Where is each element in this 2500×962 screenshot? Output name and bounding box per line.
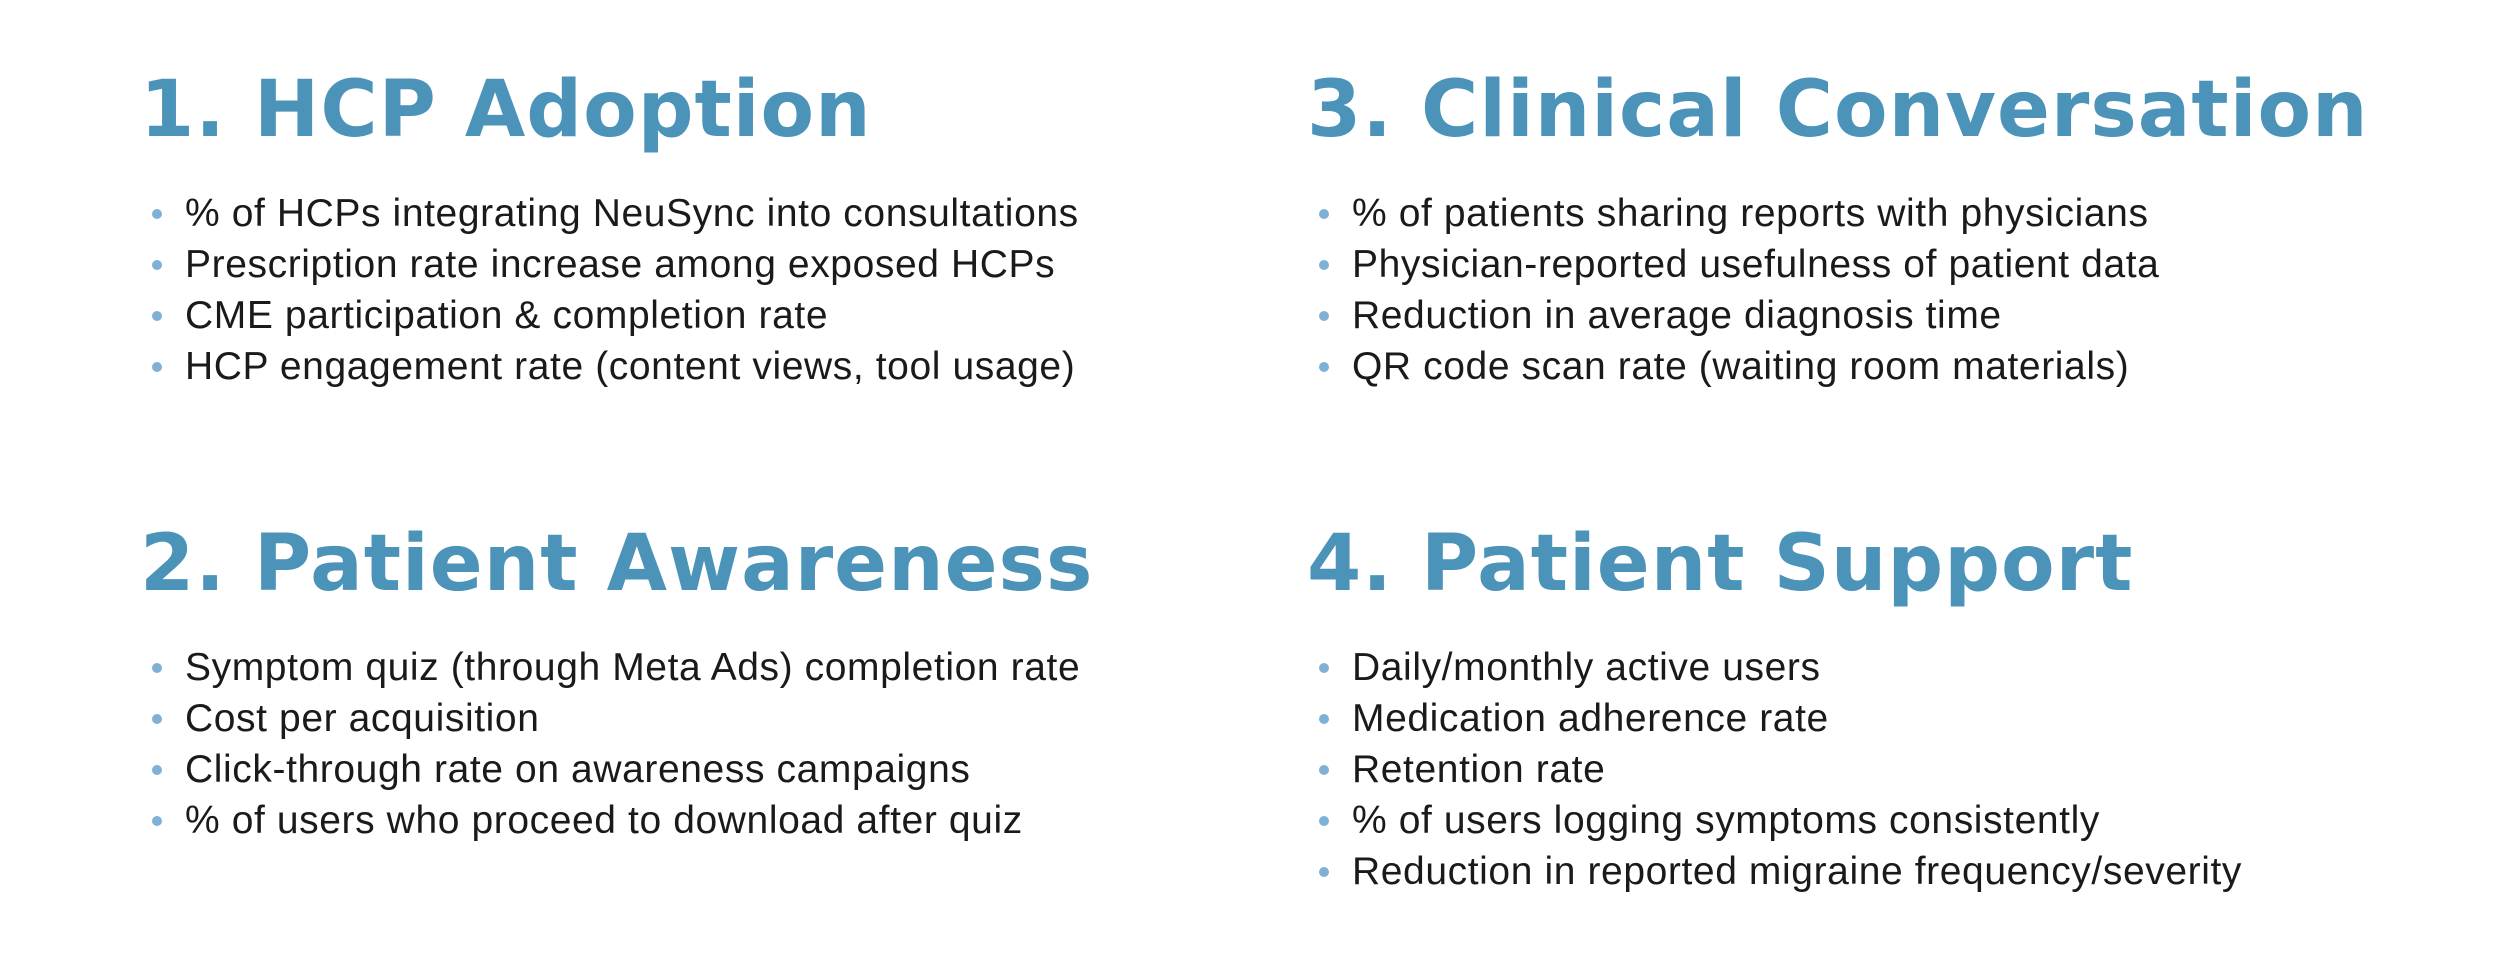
list-item-text: Retention rate (1352, 748, 1606, 791)
list-item: HCP engagement rate (content views, tool… (140, 341, 1180, 392)
section-heading: 3. Clinical Conversation (1307, 65, 2369, 155)
list-item-text: % of users who proceed to download after… (185, 799, 1023, 842)
list-item-text: Physician-reported usefulness of patient… (1352, 243, 2160, 286)
list-item-text: Click-through rate on awareness campaign… (185, 748, 971, 791)
list-item-text: QR code scan rate (waiting room material… (1352, 345, 2130, 388)
list-item: Retention rate (1307, 744, 2457, 795)
bullet-dot-icon (152, 311, 162, 321)
list-item: QR code scan rate (waiting room material… (1307, 341, 2457, 392)
list-item-text: Daily/monthly active users (1352, 646, 1821, 689)
list-item: CME participation & completion rate (140, 290, 1180, 341)
bullet-dot-icon (152, 765, 162, 775)
list-item: Click-through rate on awareness campaign… (140, 744, 1180, 795)
bullet-dot-icon (1319, 714, 1329, 724)
bullet-dot-icon (1319, 311, 1329, 321)
bullet-dot-icon (152, 816, 162, 826)
bullet-dot-icon (1319, 260, 1329, 270)
section-patient-support: 4. Patient Support Daily/monthly active … (1307, 514, 2457, 897)
section-heading: 1. HCP Adoption (140, 65, 872, 155)
list-item-text: % of HCPs integrating NeuSync into consu… (185, 192, 1079, 235)
section-hcp-adoption: 1. HCP Adoption % of HCPs integrating Ne… (140, 60, 1180, 392)
bullet-dot-icon (152, 209, 162, 219)
bullet-list: Daily/monthly active users Medication ad… (1307, 642, 2457, 897)
section-patient-awareness: 2. Patient Awareness Symptom quiz (throu… (140, 514, 1180, 846)
bullet-list: % of patients sharing reports with physi… (1307, 188, 2457, 392)
bullet-list: % of HCPs integrating NeuSync into consu… (140, 188, 1180, 392)
list-item: % of users who proceed to download after… (140, 795, 1180, 846)
bullet-dot-icon (1319, 663, 1329, 673)
bullet-dot-icon (1319, 362, 1329, 372)
list-item: % of HCPs integrating NeuSync into consu… (140, 188, 1180, 239)
bullet-dot-icon (152, 260, 162, 270)
list-item: Prescription rate increase among exposed… (140, 239, 1180, 290)
list-item-text: HCP engagement rate (content views, tool… (185, 345, 1076, 388)
list-item-text: Reduction in reported migraine frequency… (1352, 850, 2243, 893)
list-item-text: % of patients sharing reports with physi… (1352, 192, 2149, 235)
bullet-dot-icon (1319, 867, 1329, 877)
list-item-text: Prescription rate increase among exposed… (185, 243, 1056, 286)
bullet-dot-icon (152, 663, 162, 673)
section-heading: 4. Patient Support (1307, 519, 2134, 609)
bullet-dot-icon (1319, 209, 1329, 219)
bullet-dot-icon (152, 714, 162, 724)
list-item-text: CME participation & completion rate (185, 294, 829, 337)
list-item: Medication adherence rate (1307, 693, 2457, 744)
list-item: % of patients sharing reports with physi… (1307, 188, 2457, 239)
list-item: Cost per acquisition (140, 693, 1180, 744)
list-item: Daily/monthly active users (1307, 642, 2457, 693)
bullet-list: Symptom quiz (through Meta Ads) completi… (140, 642, 1180, 846)
section-heading: 2. Patient Awareness (140, 519, 1094, 609)
bullet-dot-icon (1319, 765, 1329, 775)
list-item: Symptom quiz (through Meta Ads) completi… (140, 642, 1180, 693)
list-item-text: Reduction in average diagnosis time (1352, 294, 2002, 337)
list-item: Reduction in average diagnosis time (1307, 290, 2457, 341)
list-item-text: Symptom quiz (through Meta Ads) completi… (185, 646, 1081, 689)
list-item: Physician-reported usefulness of patient… (1307, 239, 2457, 290)
bullet-dot-icon (152, 362, 162, 372)
list-item: % of users logging symptoms consistently (1307, 795, 2457, 846)
list-item-text: Medication adherence rate (1352, 697, 1829, 740)
section-clinical-conversation: 3. Clinical Conversation % of patients s… (1307, 60, 2457, 392)
list-item: Reduction in reported migraine frequency… (1307, 846, 2457, 897)
bullet-dot-icon (1319, 816, 1329, 826)
list-item-text: % of users logging symptoms consistently (1352, 799, 2100, 842)
list-item-text: Cost per acquisition (185, 697, 540, 740)
